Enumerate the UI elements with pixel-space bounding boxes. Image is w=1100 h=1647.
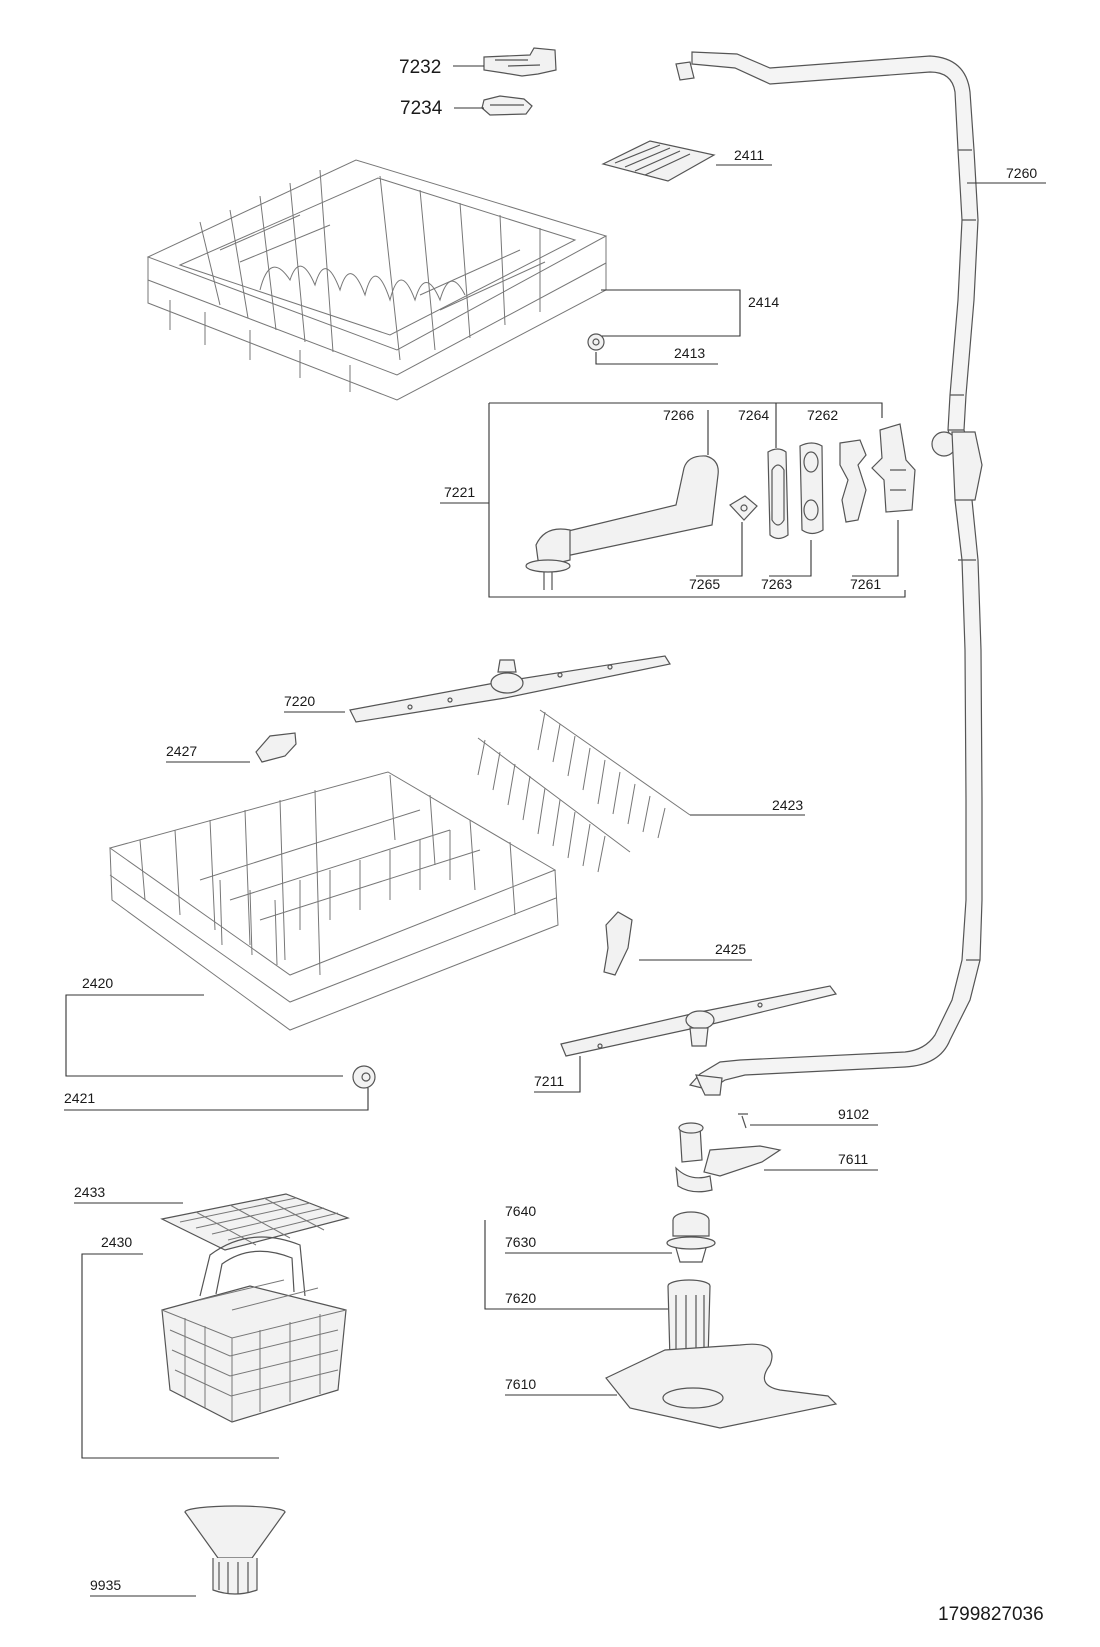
- label-7234: 7234: [400, 98, 443, 119]
- label-2413: 2413: [674, 345, 705, 361]
- label-2427: 2427: [166, 743, 197, 759]
- label-2411: 2411: [734, 147, 764, 163]
- label-2414: 2414: [748, 294, 779, 310]
- leader-2413: [595, 352, 718, 365]
- part-2421-wheel: [352, 1065, 376, 1089]
- part-2413-wheel: [587, 333, 605, 351]
- part-9102-screw: [738, 1113, 748, 1129]
- label-7620: 7620: [505, 1290, 536, 1306]
- label-7611: 7611: [838, 1151, 868, 1167]
- part-9935-funnel: [184, 1505, 286, 1595]
- part-2433-cutlery-grid: [160, 1193, 350, 1251]
- part-7611-sump: [675, 1122, 782, 1193]
- part-7264-gasket: [767, 448, 789, 540]
- part-7220-spray-arm: [349, 655, 671, 723]
- leader-7265: [696, 522, 743, 577]
- label-9102: 9102: [838, 1106, 869, 1122]
- label-2420: 2420: [82, 975, 113, 991]
- part-7630-coarse-filter: [666, 1211, 716, 1263]
- part-7234-drawing: [481, 95, 533, 116]
- part-7266-spray-arm: [525, 455, 719, 590]
- part-7211-spray-arm: [560, 985, 838, 1057]
- label-2421: 2421: [64, 1090, 95, 1106]
- part-7262-bracket: [839, 439, 867, 523]
- label-7630: 7630: [505, 1234, 536, 1250]
- label-7266: 7266: [663, 407, 694, 423]
- label-7220: 7220: [284, 693, 315, 709]
- leader-7261: [852, 520, 899, 577]
- label-7262: 7262: [807, 407, 838, 423]
- label-7232: 7232: [399, 57, 441, 78]
- label-7610: 7610: [505, 1376, 536, 1392]
- leader-7211: [534, 1056, 581, 1093]
- label-7211: 7211: [534, 1073, 564, 1089]
- label-7261: 7261: [850, 576, 881, 592]
- group-7221-frame: [488, 403, 906, 598]
- part-2427-clip: [255, 732, 297, 763]
- label-2425: 2425: [715, 941, 746, 957]
- part-2430-cutlery-basket: [161, 1236, 347, 1423]
- label-7263: 7263: [761, 576, 792, 592]
- leader-2430: [81, 1253, 279, 1459]
- label-7640: 7640: [505, 1203, 536, 1219]
- label-2430: 2430: [101, 1234, 132, 1250]
- group-7221-top: [489, 402, 883, 418]
- part-7263-plate: [799, 442, 824, 535]
- part-7265-cap: [729, 495, 758, 521]
- part-7261-holder: [871, 423, 916, 513]
- label-2433: 2433: [74, 1184, 105, 1200]
- label-7221: 7221: [444, 484, 475, 500]
- label-2423: 2423: [772, 797, 803, 813]
- part-2425-clip: [603, 911, 633, 976]
- part-2414-upper-basket: [146, 159, 608, 401]
- leader-7263: [769, 540, 812, 577]
- part-7610-flat-filter: [605, 1343, 838, 1429]
- leader-2421: [64, 1088, 369, 1111]
- part-7260-water-pipe: [675, 51, 983, 1096]
- label-7265: 7265: [689, 576, 720, 592]
- leader-2420: [65, 994, 343, 1077]
- part-2411-drawing: [601, 140, 716, 182]
- label-7264: 7264: [738, 407, 769, 423]
- part-7232-drawing: [483, 47, 557, 77]
- part-2420-lower-basket: [108, 771, 559, 1031]
- part-2423-tine-racks: [477, 709, 691, 873]
- label-9935: 9935: [90, 1577, 121, 1593]
- label-7260: 7260: [1006, 165, 1037, 181]
- drawing-number: 1799827036: [938, 1604, 1044, 1625]
- leader-2414: [590, 289, 741, 337]
